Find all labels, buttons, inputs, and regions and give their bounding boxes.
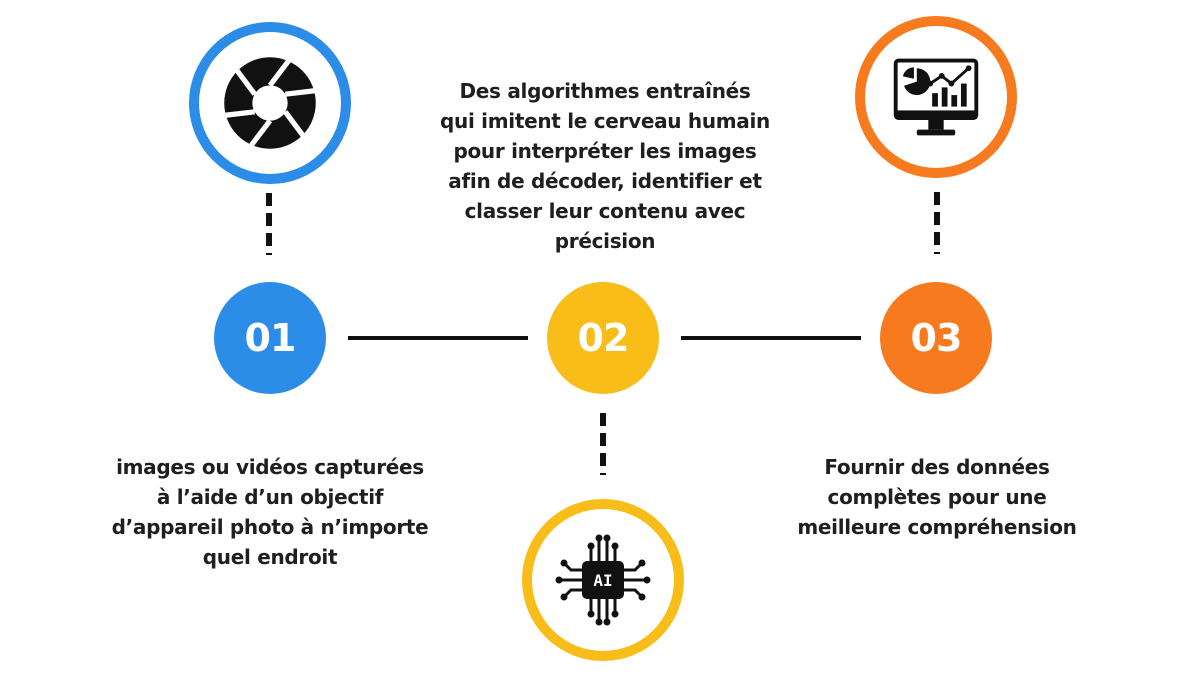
step-2-description-line: classer leur contenu avec: [464, 199, 746, 223]
step-2-number: 02: [577, 316, 630, 360]
step-1-connector-dashes: [266, 193, 272, 255]
step-2-description-line: qui imitent le cerveau humain: [440, 109, 770, 133]
step-3-description-line: complètes pour une: [827, 485, 1047, 509]
step-3-connector-dashes: [934, 192, 940, 254]
timeline-line-2-3: [681, 336, 861, 340]
step-1-number: 01: [244, 316, 297, 360]
step-2-description-line: Des algorithmes entraînés: [459, 79, 751, 103]
step-2-connector-dashes: [600, 413, 606, 475]
step-1-description-line: à l’aide d’un objectif: [156, 485, 384, 509]
step-2-number-circle: 02: [547, 282, 659, 394]
step-3-description: Fournir des données complètes pour une m…: [752, 452, 1122, 542]
analytics-monitor-icon: [893, 58, 979, 136]
step-1-description-line: d’appareil photo à n’importe: [111, 515, 429, 539]
step-3-description-line: meilleure compréhension: [797, 515, 1077, 539]
ai-chip-icon: AI: [555, 534, 651, 626]
ai-chip-label: AI: [593, 571, 612, 590]
step-1-description-line: quel endroit: [202, 545, 338, 569]
step-3-icon-ring: [855, 16, 1017, 178]
step-1-icon-ring: [189, 22, 351, 184]
step-2-icon-ring: AI: [522, 499, 684, 661]
step-2-description: Des algorithmes entraînés qui imitent le…: [400, 76, 810, 256]
step-2-description-line: afin de décoder, identifier et: [448, 169, 762, 193]
step-3-number-circle: 03: [880, 282, 992, 394]
timeline-line-1-2: [348, 336, 528, 340]
step-2-description-line: pour interpréter les images: [453, 139, 757, 163]
step-2-description-line: précision: [554, 229, 656, 253]
camera-aperture-icon: [222, 57, 318, 149]
step-3-description-line: Fournir des données: [824, 455, 1050, 479]
step-1-description-line: images ou vidéos capturées: [116, 455, 424, 479]
step-3-number: 03: [910, 316, 963, 360]
step-1-description: images ou vidéos capturées à l’aide d’un…: [80, 452, 460, 572]
step-1-number-circle: 01: [214, 282, 326, 394]
